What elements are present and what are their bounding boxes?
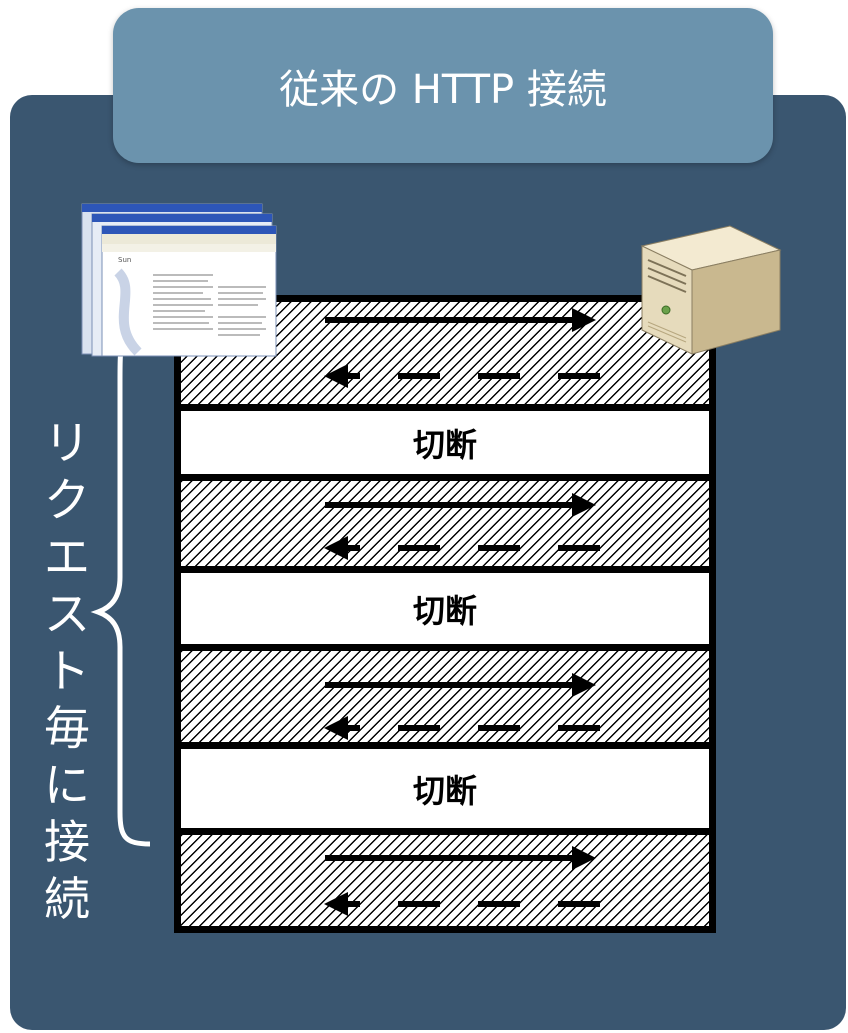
server-tower-icon	[640, 225, 782, 355]
disconnect-band-1: 切断	[181, 411, 709, 474]
disconnect-band-3: 切断	[181, 749, 709, 828]
connection-band-2	[181, 481, 709, 566]
side-char: 続	[44, 872, 90, 926]
disconnect-label: 切断	[412, 591, 477, 630]
diagram-title: 従来の HTTP 接続	[279, 67, 607, 113]
side-char: リ	[44, 416, 90, 470]
side-char: に	[44, 758, 90, 812]
svg-text:Sun: Sun	[118, 256, 131, 264]
connection-band-4	[181, 835, 709, 926]
side-char: ス	[44, 587, 90, 641]
browser-windows-icon: Sun	[81, 203, 277, 357]
disconnect-label: 切断	[412, 425, 477, 464]
side-char: ト	[44, 644, 90, 698]
side-char: 接	[44, 815, 90, 869]
side-char: 毎	[44, 701, 90, 755]
connection-stack: 切断 切断 切断	[174, 295, 716, 933]
side-label: リ ク エ ス ト 毎 に 接 続	[40, 415, 94, 928]
disconnect-band-2: 切断	[181, 573, 709, 644]
connection-band-3	[181, 651, 709, 742]
side-char: エ	[44, 530, 90, 584]
disconnect-label: 切断	[412, 771, 477, 810]
brace-icon	[90, 327, 151, 847]
title-tab	[113, 8, 773, 163]
side-char: ク	[44, 473, 90, 527]
